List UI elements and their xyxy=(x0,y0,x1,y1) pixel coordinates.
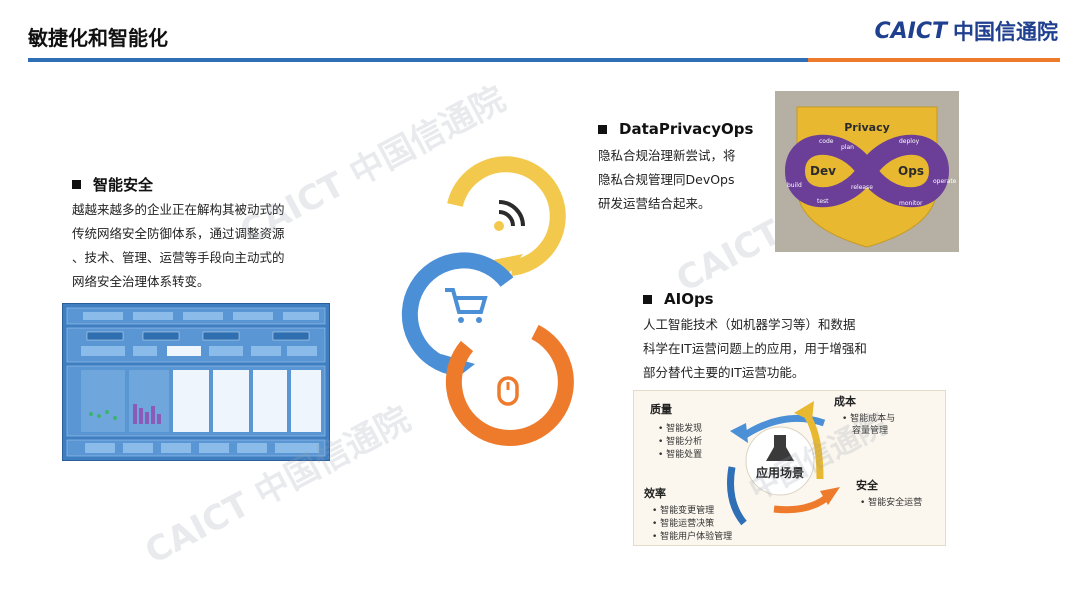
mouse-icon xyxy=(497,376,519,406)
flask-icon xyxy=(766,435,794,461)
wifi-icon xyxy=(494,200,525,231)
security-architecture-image xyxy=(62,303,330,461)
aiops-heading-text: AIOps xyxy=(664,290,714,308)
security-line: 、技术、管理、运营等手段向主动式的 xyxy=(72,250,285,265)
infinity-loop xyxy=(784,134,950,208)
security-line: 传统网络安全防御体系，通过调整资源 xyxy=(72,226,285,241)
loop-word: monitor xyxy=(899,200,923,207)
loop-word: build xyxy=(787,182,802,189)
privacy-line: 研发运营结合起来。 xyxy=(598,196,711,211)
bullet-square-icon xyxy=(72,180,81,189)
aiops-line: 人工智能技术（如机器学习等）和数据 xyxy=(643,317,856,332)
security-title: 安全 xyxy=(856,478,879,492)
privacy-diagram-graphic: Privacy Dev Ops code plan build test rel… xyxy=(784,106,957,248)
security-item: • 智能安全运营 xyxy=(860,496,922,508)
privacy-line: 隐私合规管理同DevOps xyxy=(598,172,735,187)
quality-item: • 智能处置 xyxy=(658,448,702,460)
yellow-ring xyxy=(447,156,566,276)
quality-item: • 智能分析 xyxy=(658,435,702,447)
security-architecture-graphic xyxy=(66,307,326,457)
quality-item: • 智能发现 xyxy=(658,422,702,434)
caict-logo: CAICT 中国信通院 xyxy=(874,16,1058,46)
cost-item: • 智能成本与 xyxy=(842,412,895,424)
cost-title: 成本 xyxy=(834,394,856,408)
security-paragraph: 越越来越多的企业正在解构其被动式的 传统网络安全防御体系，通过调整资源 、技术、… xyxy=(72,198,342,294)
privacy-line: 隐私合规治理新尝试，将 xyxy=(598,148,736,163)
security-line: 越越来越多的企业正在解构其被动式的 xyxy=(72,202,285,217)
privacy-label: Privacy xyxy=(844,121,890,134)
bullet-square-icon xyxy=(598,124,607,134)
privacy-diagram-image: Privacy Dev Ops code plan build test rel… xyxy=(775,91,959,252)
efficiency-item: • 智能运营决策 xyxy=(652,517,714,529)
aiops-diagram-image: 应用场景 质量 • 智能发现 • 智能分析 • 智能处置 成本 • 智能成本与 … xyxy=(633,390,946,546)
arrow-head xyxy=(820,487,840,505)
aiops-line: 部分替代主要的IT运营功能。 xyxy=(643,365,805,380)
loop-word: code xyxy=(819,138,834,145)
orange-ring xyxy=(445,324,574,446)
logo-latin-text: CAICT xyxy=(874,18,947,44)
center-label: 应用场景 xyxy=(756,465,804,480)
loop-word: plan xyxy=(841,144,854,151)
shopping-cart-icon xyxy=(445,288,488,323)
ops-label: Ops xyxy=(898,164,924,178)
loop-word: deploy xyxy=(899,138,920,145)
watermark: CAICT xyxy=(670,212,788,301)
header-rule-blue xyxy=(28,58,808,62)
privacy-heading-text: DataPrivacyOps xyxy=(619,120,754,138)
dev-label: Dev xyxy=(810,164,836,178)
privacy-heading: DataPrivacyOps xyxy=(598,120,753,138)
privacy-paragraph: 隐私合规治理新尝试，将 隐私合规管理同DevOps 研发运营结合起来。 xyxy=(598,144,768,216)
loop-word: operate xyxy=(933,178,957,185)
efficiency-title: 效率 xyxy=(644,486,666,500)
loop-word: release xyxy=(851,184,873,191)
cost-item: 容量管理 xyxy=(852,424,888,436)
loop-word: test xyxy=(817,198,829,205)
quality-title: 质量 xyxy=(650,402,672,416)
aiops-paragraph: 人工智能技术（如机器学习等）和数据 科学在IT运营问题上的应用，用于增强和 部分… xyxy=(643,313,923,385)
security-line: 网络安全治理体系转变。 xyxy=(72,274,210,289)
efficiency-item: • 智能用户体验管理 xyxy=(652,530,732,542)
aiops-line: 科学在IT运营问题上的应用，用于增强和 xyxy=(643,341,867,356)
bullet-square-icon xyxy=(643,294,652,304)
aiops-heading: AIOps xyxy=(643,290,714,308)
security-heading: 智能安全 xyxy=(72,174,153,195)
security-heading-text: 智能安全 xyxy=(93,176,154,194)
arrow-head xyxy=(794,401,814,421)
arc-arrow xyxy=(773,492,833,514)
page-title: 敏捷化和智能化 xyxy=(28,26,168,50)
arrow-head xyxy=(730,423,748,443)
header-rule-orange xyxy=(808,58,1060,62)
aiops-diagram-graphic: 应用场景 质量 • 智能发现 • 智能分析 • 智能处置 成本 • 智能成本与 … xyxy=(644,394,922,542)
logo-cn-text: 中国信通院 xyxy=(953,20,1058,44)
agile-cycle-graphic xyxy=(401,156,574,446)
arc-arrow xyxy=(727,466,747,526)
arc-arrow xyxy=(740,414,826,440)
blue-ring xyxy=(401,252,514,376)
efficiency-item: • 智能变更管理 xyxy=(652,504,714,516)
